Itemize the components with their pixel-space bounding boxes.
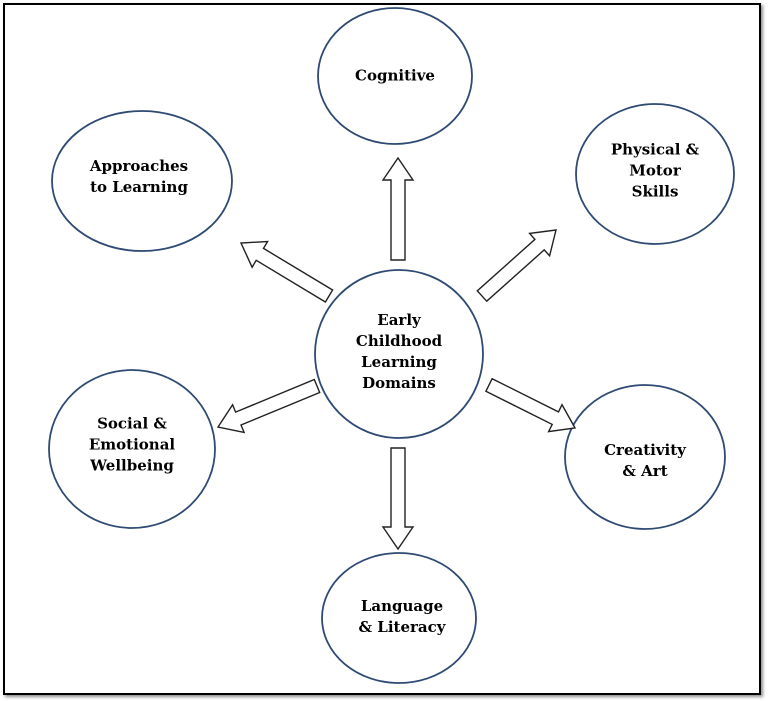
center-node — [314, 269, 484, 439]
social-label: Social & Emotional Wellbeing — [88, 414, 176, 475]
arrow-to-creativity — [484, 377, 577, 433]
center-label: Early Childhood Learning Domains — [355, 311, 443, 392]
creativity-label: Creativity & Art — [604, 441, 686, 480]
arrow-to-social — [216, 378, 321, 434]
arrows-group — [216, 156, 577, 551]
node-social — [48, 369, 216, 529]
node-approaches — [51, 110, 233, 252]
language-label: Language & Literacy — [358, 597, 446, 636]
arrow-to-language — [381, 447, 415, 551]
cognitive-label: Cognitive — [355, 66, 435, 85]
node-creativity — [564, 384, 726, 530]
node-physical — [575, 103, 735, 245]
arrow-to-approaches — [239, 240, 334, 303]
arrow-to-physical — [476, 229, 557, 303]
node-language — [321, 552, 477, 684]
approaches-label: Approaches to Learning — [89, 157, 189, 196]
physical-label: Physical & Motor Skills — [610, 140, 700, 201]
arrow-to-cognitive — [381, 156, 415, 261]
node-cognitive — [317, 7, 473, 145]
